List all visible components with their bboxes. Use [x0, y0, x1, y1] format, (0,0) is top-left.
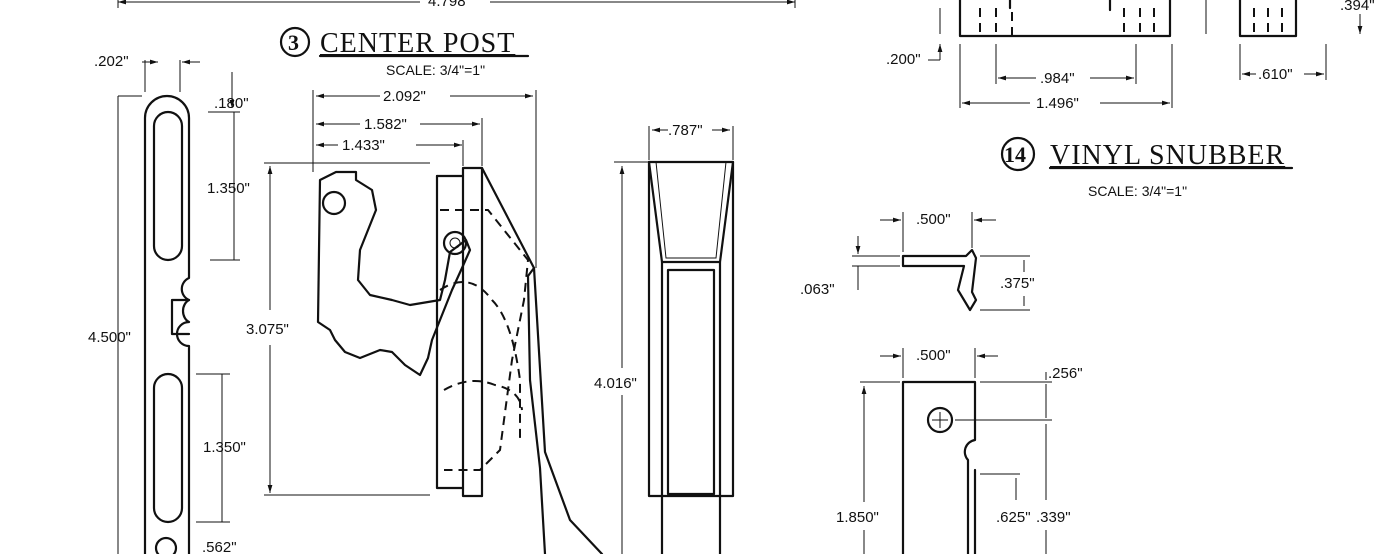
dim-500b: .500" [916, 347, 951, 364]
center-post-heading: CENTER POST [320, 28, 515, 59]
dim-1496: 1.496" [1036, 95, 1079, 112]
dim-2092: 2.092" [383, 88, 426, 105]
dim-1350b: 1.350" [203, 439, 246, 456]
top-bracket: .200" .984" 1.496" [886, 0, 1173, 112]
snubber-profile: .500" .063" .375" [800, 211, 1035, 312]
top-dimension: 4.798" [117, 0, 796, 10]
dim-787: .787" [668, 122, 703, 139]
dim-180: .180" [214, 95, 249, 112]
top-small-block: .610" .394" [1205, 0, 1375, 83]
dim-625: .625" [996, 509, 1031, 526]
dim-4016: 4.016" [594, 375, 637, 392]
dim-610: .610" [1258, 66, 1293, 83]
dim-4500: 4.500" [88, 329, 131, 346]
vinyl-snubber-title: 14 VINYL SNUBBER SCALE: 3/4"=1" [1000, 136, 1294, 199]
dim-3075: 3.075" [246, 321, 289, 338]
dim-202: .202" [94, 53, 129, 70]
dim-562: .562" [202, 539, 237, 554]
dim-063: .063" [800, 281, 835, 298]
dim-1433: 1.433" [342, 137, 385, 154]
vinyl-snubber-number: 14 [1004, 142, 1026, 167]
center-post-front: .787" 4.016" [594, 122, 735, 554]
center-post-profile: 2.092" 1.582" 1.433" 3.075" [246, 88, 604, 554]
dim-256: .256" [1048, 365, 1083, 382]
top-dimension-label: 4.798" [428, 0, 471, 10]
center-post-title: 3 CENTER POST SCALE: 3/4"=1" [279, 26, 530, 78]
center-post-number: 3 [288, 30, 299, 55]
dim-200: .200" [886, 51, 921, 68]
dim-1850: 1.850" [836, 509, 879, 526]
vinyl-snubber-scale: SCALE: 3/4"=1" [1088, 183, 1187, 199]
vinyl-snubber-heading: VINYL SNUBBER [1050, 140, 1285, 171]
center-post-scale: SCALE: 3/4"=1" [386, 62, 485, 78]
dim-339: .339" [1036, 509, 1071, 526]
dim-1582: 1.582" [364, 116, 407, 133]
dim-500a: .500" [916, 211, 951, 228]
dim-984: .984" [1040, 70, 1075, 87]
dim-1350a: 1.350" [207, 180, 250, 197]
dim-394: .394" [1340, 0, 1375, 14]
snubber-front: .500" .256" 1.850" .625" .339" [836, 347, 1083, 554]
slotted-bar: 4.500" .202" .180" 1.350" 1.350" .562" [88, 53, 250, 554]
dim-375: .375" [1000, 275, 1035, 292]
